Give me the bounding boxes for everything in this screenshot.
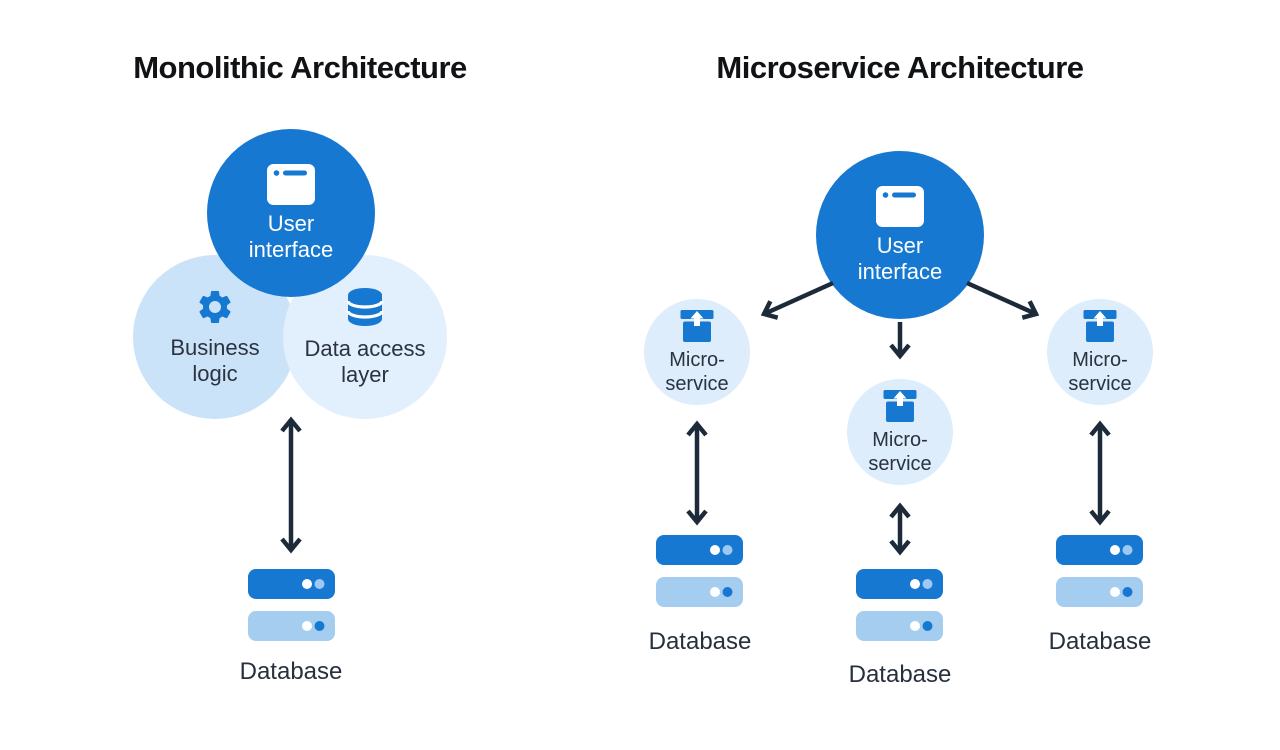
business-logic-label: Business logic <box>170 335 260 386</box>
database-label: Database <box>848 661 952 688</box>
microservice-circle: Micro- service <box>847 379 953 485</box>
database-icon <box>856 569 943 641</box>
microservice-circle: Micro- service <box>644 299 750 405</box>
database-icon <box>248 569 335 641</box>
arrow-ui-to-microservice-right <box>966 280 1040 320</box>
user-interface-circle: User interface <box>207 129 375 297</box>
microservice-circle: Micro- service <box>1047 299 1153 405</box>
user-interface-circle: User interface <box>816 151 984 319</box>
microservice-label: Micro- service <box>868 428 932 475</box>
database-cylinder-icon <box>346 288 384 326</box>
package-icon <box>883 389 917 422</box>
database-label: Database <box>1048 628 1152 655</box>
microservice-label: Micro- service <box>1068 348 1132 395</box>
user-interface-label: User interface <box>248 210 334 262</box>
database-icon <box>1056 535 1143 607</box>
package-icon <box>680 309 714 342</box>
database-label: Database <box>648 628 752 655</box>
arrow-ui-to-microservice-left <box>760 280 834 320</box>
gear-icon <box>199 291 231 323</box>
database-icon <box>656 535 743 607</box>
data-access-label: Data access layer <box>304 336 426 387</box>
user-interface-label: User interface <box>857 232 943 284</box>
monolithic-title: Monolithic Architecture <box>133 50 467 85</box>
browser-window-icon <box>876 185 924 227</box>
browser-window-icon <box>267 163 315 205</box>
database-label: Database <box>239 658 343 685</box>
microservice-label: Micro- service <box>665 348 729 395</box>
package-icon <box>1083 309 1117 342</box>
microservice-title: Microservice Architecture <box>716 50 1084 85</box>
